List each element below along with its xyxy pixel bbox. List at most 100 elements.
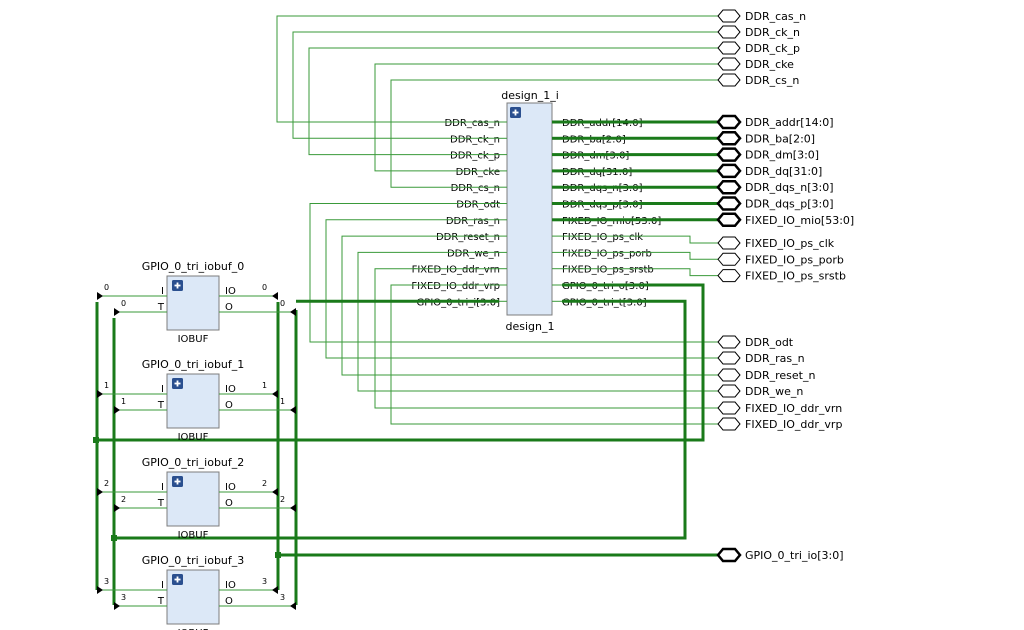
pin-arrow: [290, 308, 296, 316]
port-label: DDR_ras_n: [745, 352, 805, 365]
pin-label-t: T: [157, 400, 165, 411]
port-ddr-ras-n[interactable]: DDR_ras_n: [717, 351, 805, 365]
bottom-port-wire: [374, 268, 718, 409]
port-label: FIXED_IO_ps_srstb: [745, 270, 846, 283]
port-label: DDR_dqs_p[3:0]: [745, 198, 834, 211]
design-input-pin-label: FIXED_IO_ddr_vrn: [412, 265, 500, 276]
port-shape: [717, 335, 741, 349]
port-label: FIXED_IO_ps_porb: [745, 253, 844, 266]
port-ddr-cs-n[interactable]: DDR_cs_n: [717, 73, 799, 87]
pin-label-i: I: [161, 384, 164, 395]
bottom-port-wire: [341, 235, 718, 376]
port-label: DDR_cs_n: [745, 74, 799, 87]
top-port-wire: [390, 79, 718, 188]
port-label: FIXED_IO_mio[53:0]: [745, 214, 854, 227]
bus-index-label: 1: [280, 397, 285, 406]
expand-icon[interactable]: [510, 107, 521, 118]
pin-arrow: [272, 390, 278, 398]
pin-arrow: [97, 586, 103, 594]
design-input-pin-label: DDR_ck_p: [450, 151, 500, 162]
bus-index-label: 3: [262, 577, 267, 586]
bus-index-label: 0: [262, 283, 267, 292]
pin-label-i: I: [161, 286, 164, 297]
port-ddr-dq-31-0-[interactable]: DDR_dq[31:0]: [716, 163, 822, 179]
expand-icon[interactable]: [172, 378, 183, 389]
port-label: DDR_reset_n: [745, 369, 815, 382]
port-fixed-io-ps-clk[interactable]: FIXED_IO_ps_clk: [717, 236, 835, 250]
bus-index-label: 3: [121, 593, 126, 602]
design-input-pin-label: DDR_ck_n: [450, 134, 500, 145]
port-ddr-dqs-p-3-0-[interactable]: DDR_dqs_p[3:0]: [716, 196, 834, 211]
fixed-port-wire: [562, 251, 718, 260]
port-fixed-io-ps-srstb[interactable]: FIXED_IO_ps_srstb: [717, 269, 846, 283]
bus-index-label: 1: [262, 381, 267, 390]
port-shape: [717, 384, 741, 398]
bus-index-label: 2: [262, 479, 267, 488]
port-fixed-io-ddr-vrn[interactable]: FIXED_IO_ddr_vrn: [717, 401, 842, 415]
port-ddr-dqs-n-3-0-[interactable]: DDR_dqs_n[3:0]: [716, 179, 834, 195]
pin-label-t: T: [157, 498, 165, 509]
port-ddr-addr-14-0-[interactable]: DDR_addr[14:0]: [716, 114, 834, 130]
iobuf-type-label: IOBUF: [178, 530, 209, 541]
port-fixed-io-mio-53-0-[interactable]: FIXED_IO_mio[53:0]: [716, 212, 854, 228]
expand-icon[interactable]: [172, 574, 183, 585]
port-ddr-dm-3-0-[interactable]: DDR_dm[3:0]: [716, 147, 819, 162]
design-input-pin-label: DDR_ras_n: [446, 216, 500, 227]
port-label: DDR_dqs_n[3:0]: [745, 181, 834, 194]
expand-icon[interactable]: [172, 476, 183, 487]
port-gpio-0-tri-io[interactable]: GPIO_0_tri_io[3:0]: [716, 547, 844, 563]
port-fixed-io-ddr-vrp[interactable]: FIXED_IO_ddr_vrp: [717, 417, 842, 431]
port-shape: [716, 547, 742, 563]
pin-arrow: [114, 308, 120, 316]
port-label: FIXED_IO_ddr_vrn: [745, 402, 842, 415]
port-ddr-cas-n[interactable]: DDR_cas_n: [717, 9, 806, 23]
pin-label-io: IO: [225, 580, 236, 591]
pin-label-o: O: [225, 498, 233, 509]
pin-label-io: IO: [225, 384, 236, 395]
bottom-port-wire: [357, 251, 718, 392]
design-instance-name: design_1_i: [501, 89, 559, 102]
port-ddr-ba-2-0-[interactable]: DDR_ba[2:0]: [716, 131, 815, 146]
bus-index-label: 2: [121, 495, 126, 504]
port-ddr-odt[interactable]: DDR_odt: [717, 335, 794, 349]
port-shape: [716, 212, 742, 228]
fixed-port-wire: [562, 268, 718, 277]
iobuf-instance-name: GPIO_0_tri_iobuf_0: [142, 260, 245, 273]
design-input-pin-label: DDR_cas_n: [444, 118, 500, 129]
port-shape: [716, 179, 742, 195]
port-ddr-ck-n[interactable]: DDR_ck_n: [717, 25, 800, 39]
design-input-pin-label: DDR_odt: [456, 200, 500, 211]
port-label: DDR_odt: [745, 336, 794, 349]
iobuf-type-label: IOBUF: [178, 432, 209, 443]
bottom-port-wire: [309, 203, 718, 343]
port-shape: [717, 401, 741, 415]
port-ddr-cke[interactable]: DDR_cke: [717, 57, 794, 71]
port-label: DDR_addr[14:0]: [745, 116, 834, 129]
pin-arrow: [114, 504, 120, 512]
bus-index-label: 1: [104, 381, 109, 390]
port-shape: [716, 131, 742, 146]
top-port-wire: [292, 31, 718, 139]
port-fixed-io-ps-porb[interactable]: FIXED_IO_ps_porb: [717, 252, 844, 266]
port-label: FIXED_IO_ddr_vrp: [745, 418, 842, 431]
port-label: GPIO_0_tri_io[3:0]: [745, 549, 844, 562]
port-ddr-ck-p[interactable]: DDR_ck_p: [717, 41, 800, 55]
port-ddr-we-n[interactable]: DDR_we_n: [717, 384, 803, 398]
pin-label-o: O: [225, 400, 233, 411]
bus-index-label: 0: [121, 299, 126, 308]
port-label: DDR_ba[2:0]: [745, 132, 815, 145]
port-shape: [717, 25, 741, 39]
port-shape: [717, 57, 741, 71]
port-label: DDR_cas_n: [745, 10, 806, 23]
port-shape: [717, 351, 741, 365]
design-block[interactable]: [506, 102, 553, 316]
design-input-pin-label: DDR_cs_n: [451, 183, 500, 194]
top-port-wire: [308, 47, 718, 156]
port-ddr-reset-n[interactable]: DDR_reset_n: [717, 368, 815, 382]
bus-index-label: 0: [280, 299, 285, 308]
top-port-wire: [374, 63, 718, 172]
gpio-tri-o-bus: [97, 283, 705, 442]
expand-icon[interactable]: [172, 280, 183, 291]
pin-arrow: [97, 292, 103, 300]
